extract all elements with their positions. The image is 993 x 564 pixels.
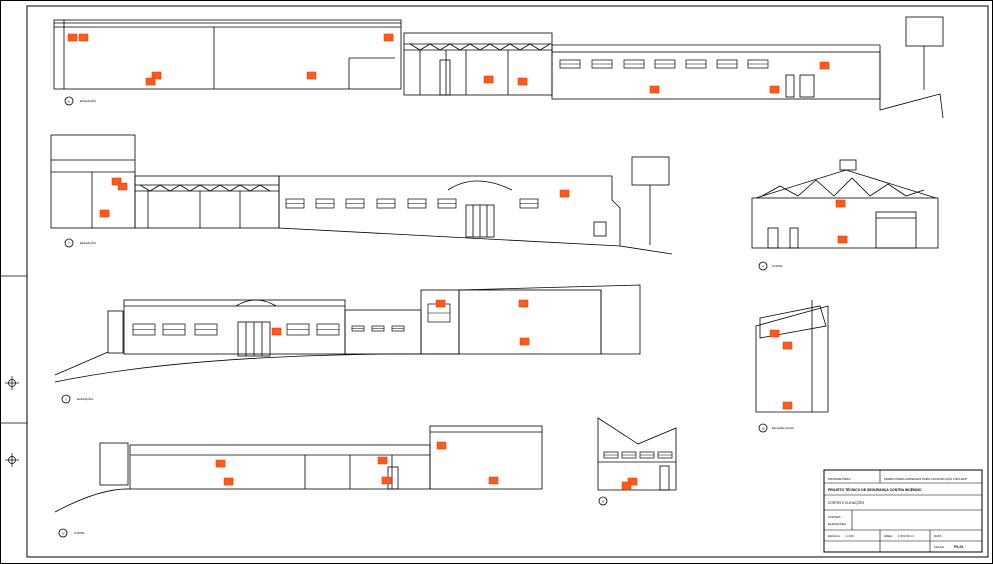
fire-safety-sign-icon (782, 401, 793, 410)
title-block: PROPRIETÁRIO PEDRO PIRES MATERIAIS PARA … (823, 469, 983, 553)
elevation-6-drawing (53, 16, 944, 119)
fire-safety-sign-icon (381, 476, 392, 485)
date-label: DATA (934, 534, 942, 538)
fire-safety-sign-icon (223, 477, 234, 486)
caption-text: CORTE (74, 531, 84, 535)
section-8-drawing (54, 425, 543, 513)
caption-number: 8 (602, 500, 604, 504)
caption-number: 7 (68, 242, 70, 246)
fire-safety-sign-icon (519, 337, 530, 346)
fire-safety-sign-icon (151, 71, 162, 80)
crosshair-icon (5, 376, 19, 390)
crosshair-icon (5, 453, 19, 467)
sheet-inner-border (26, 5, 989, 558)
caption-text: ELEVAÇÃO (80, 98, 97, 103)
owner-label: PROPRIETÁRIO (828, 477, 851, 481)
fire-safety-sign-icon (377, 456, 388, 465)
window-grid (132, 59, 769, 459)
fire-safety-sign-icon (145, 77, 156, 86)
elevation-5-drawing (54, 284, 641, 383)
caption-9: 9 CORTE (58, 528, 84, 538)
fire-safety-sign-icon (117, 182, 128, 191)
fire-safety-sign-icon (488, 476, 499, 485)
fire-safety-sign-icon (559, 189, 570, 198)
sheet-number: PS-01 (954, 545, 964, 549)
area-value: 1.533,30 m² (898, 534, 914, 538)
sheet-number-label: FOLHA (934, 545, 944, 549)
caption-text: ELEVAÇÃO (77, 396, 94, 401)
section-4-drawing (751, 159, 939, 249)
caption-text: ELEVAÇÃO (80, 240, 97, 245)
fire-safety-sign-icon (835, 199, 846, 208)
caption-6: 6 ELEVAÇÃO (64, 96, 97, 106)
fire-safety-sign-icon (627, 477, 638, 486)
fire-safety-sign-icon (99, 209, 110, 218)
fire-safety-sign-icon (649, 85, 660, 94)
caption-number: 4 (762, 265, 764, 269)
section-9-drawing (597, 417, 677, 491)
project-title: PROJETO TÉCNICO DE SEGURANÇA CONTRA INCÊ… (828, 487, 922, 492)
fire-safety-sign-icon (435, 299, 446, 308)
sheet-label-cortes: CORTES (828, 515, 840, 519)
area-label: ÁREA (884, 534, 892, 538)
fire-safety-sign-icon (383, 33, 394, 42)
fire-safety-sign-icon (819, 61, 830, 70)
sheet-content: CORTES E ELEVAÇÕES (828, 500, 864, 505)
fire-safety-sign-icon (621, 481, 632, 490)
fire-safety-sign-icon (769, 329, 780, 338)
scale-label: ESCALA (828, 534, 840, 538)
fire-safety-sign-icon (306, 71, 317, 80)
caption-number: 5 (65, 398, 67, 402)
fire-safety-sign-icon (483, 75, 494, 84)
caption-number: 6 (68, 100, 70, 104)
section-10-drawing (755, 300, 829, 413)
fire-safety-sign-icon (837, 235, 848, 244)
fire-safety-sign-icon (111, 177, 122, 186)
fire-safety-sign-icon (769, 85, 780, 94)
caption-text: CORTE (772, 264, 782, 268)
fire-safety-sign-icon (215, 459, 226, 468)
owner-value: PEDRO PIRES MATERIAIS PARA CONSTRUÇÃO LT… (884, 476, 967, 481)
caption-number: 10 (761, 427, 765, 431)
caption-number: 9 (62, 532, 64, 536)
elevation-7-drawing (50, 134, 673, 255)
caption-10: 10 Elevação frontal (758, 423, 794, 433)
fire-safety-sign-icon (518, 299, 529, 308)
fire-safety-sign-icon (78, 33, 89, 42)
caption-7: 7 ELEVAÇÃO (64, 238, 97, 248)
fire-safety-sign-icon (271, 327, 282, 336)
caption-5: 5 ELEVAÇÃO (61, 394, 94, 404)
scale-value: 1:100 (846, 534, 854, 538)
safety-signs (67, 33, 848, 490)
fire-safety-sign-icon (436, 441, 447, 450)
fire-safety-sign-icon (517, 77, 528, 86)
caption-4: 4 CORTE (758, 261, 782, 271)
caption-text: Elevação frontal (772, 426, 794, 430)
fire-safety-sign-icon (782, 341, 793, 350)
sheet-label-elevacoes: ELEVAÇÕES (828, 521, 846, 526)
fire-safety-sign-icon (67, 33, 78, 42)
caption-8: 8 (598, 496, 608, 506)
